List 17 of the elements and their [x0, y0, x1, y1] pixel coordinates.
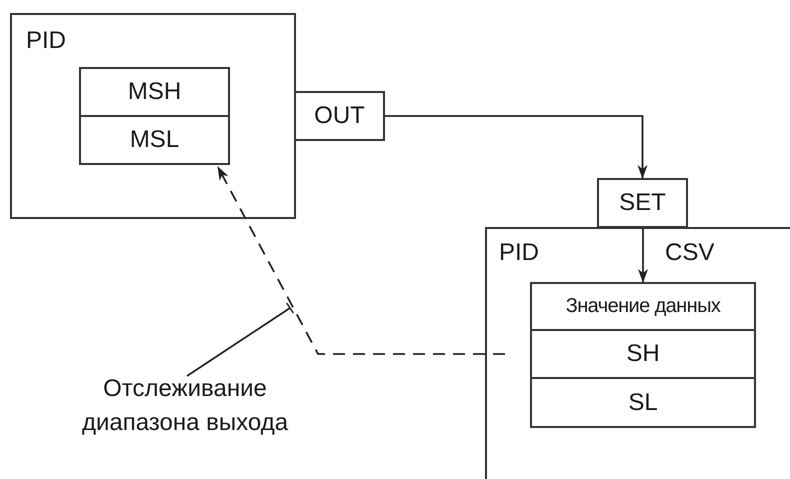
arrow [638, 228, 648, 283]
function-block [10, 13, 296, 219]
parameter-cell: Значение данных [530, 282, 756, 331]
annotation-text: Отслеживание диапазона выхода [60, 366, 310, 446]
terminal-box: SET [597, 178, 688, 228]
block-title: PID [26, 27, 66, 55]
arrow [385, 115, 648, 179]
parameter-cell: SH [530, 329, 756, 379]
parameter-cell: MSL [79, 115, 230, 165]
signal-label: CSV [665, 239, 714, 267]
parameter-cell: MSH [79, 67, 230, 117]
block-title: PID [499, 239, 540, 267]
leader-line [186, 302, 294, 377]
parameter-cell: SL [530, 377, 756, 428]
terminal-box: OUT [294, 91, 385, 141]
function-block [485, 227, 790, 479]
dashed-arrow [217, 166, 505, 355]
